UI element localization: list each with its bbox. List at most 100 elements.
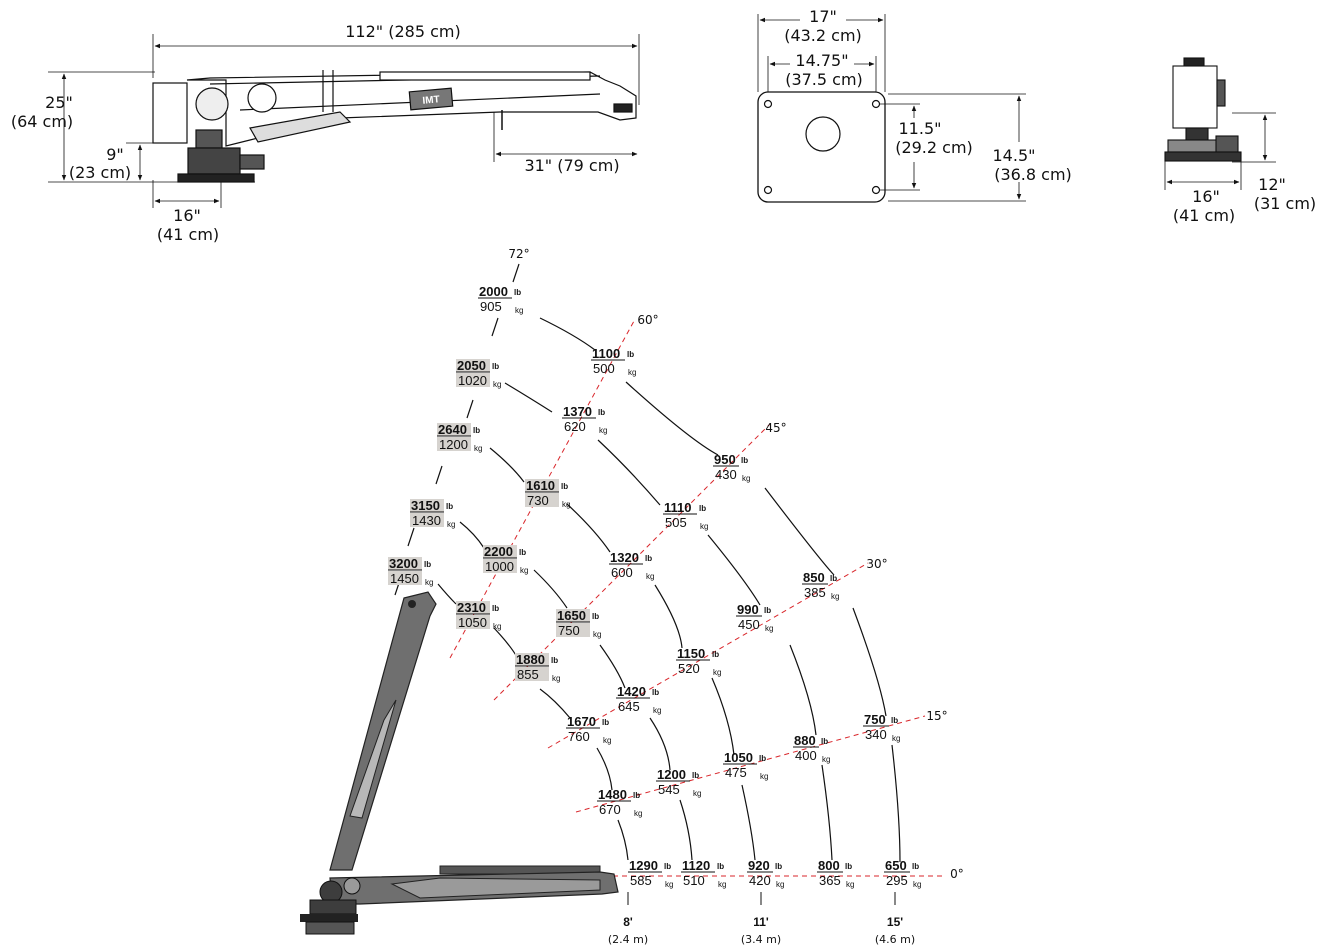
capacity-kg: 475	[725, 765, 747, 780]
end-housing	[1172, 65, 1218, 129]
unit-lb: lb	[424, 560, 431, 569]
base-height-in-label: 9"	[106, 145, 124, 164]
bolt-hole	[871, 185, 881, 195]
capacity-kg: 670	[599, 802, 621, 817]
end-height-in-label: 12"	[1258, 175, 1286, 194]
unit-kg: kg	[760, 772, 768, 781]
capacity-lb: 1650	[557, 608, 586, 623]
end-base	[1164, 151, 1242, 162]
capacity-lb: 650	[885, 858, 907, 873]
capacity-kg: 585	[630, 873, 652, 888]
distance-ticks	[627, 892, 896, 905]
unit-kg: kg	[552, 674, 560, 683]
center-hole	[805, 116, 841, 152]
distance-labels: 8'(2.4 m)11'(3.4 m)15'(4.6 m)	[608, 915, 915, 946]
unit-lb: lb	[598, 408, 605, 417]
unit-lb: lb	[775, 862, 782, 871]
arc-5	[437, 583, 629, 861]
capacity-lb: 1420	[617, 684, 646, 699]
unit-kg: kg	[718, 880, 726, 889]
arc-3	[489, 447, 756, 861]
overall-length-label: 112" (285 cm)	[345, 22, 460, 41]
unit-lb: lb	[664, 862, 671, 871]
capacity-kg: 600	[611, 565, 633, 580]
crane-end-illustration	[1164, 57, 1242, 162]
distance-ft: 8'	[623, 915, 633, 929]
unit-lb: lb	[492, 604, 499, 613]
angle-labels: 72°60°45°30°15°0°	[508, 247, 963, 881]
angle-line-30	[547, 562, 869, 749]
capacity-kg: 400	[795, 748, 817, 763]
unit-lb: lb	[912, 862, 919, 871]
unit-lb: lb	[473, 426, 480, 435]
unit-kg: kg	[742, 474, 750, 483]
logo-text: IMT	[422, 94, 440, 106]
unit-kg: kg	[520, 566, 528, 575]
capacity-lb: 3200	[389, 556, 418, 571]
base-plate-side	[177, 173, 255, 183]
unit-kg: kg	[628, 368, 636, 377]
capacity-lb: 1480	[598, 787, 627, 802]
unit-lb: lb	[519, 548, 526, 557]
arc-2	[504, 382, 833, 861]
capacity-lb: 850	[803, 570, 825, 585]
capacity-kg: 430	[715, 467, 737, 482]
capacity-kg: 1430	[412, 513, 441, 528]
unit-lb: lb	[627, 350, 634, 359]
plate-width-cm-label: (43.2 cm)	[784, 26, 862, 45]
unit-kg: kg	[700, 522, 708, 531]
rotation-motor	[187, 147, 241, 175]
capacity-lb: 950	[714, 452, 736, 467]
unit-kg: kg	[913, 880, 921, 889]
unit-lb: lb	[652, 688, 659, 697]
unit-kg: kg	[634, 809, 642, 818]
unit-kg: kg	[474, 444, 482, 453]
angle-label: 60°	[637, 313, 658, 327]
unit-lb: lb	[712, 650, 719, 659]
unit-kg: kg	[515, 306, 523, 315]
bolt-hole	[871, 99, 881, 109]
distance-m: (2.4 m)	[608, 933, 648, 946]
angle-label: 45°	[765, 421, 786, 435]
capacity-kg: 340	[865, 727, 887, 742]
unit-lb: lb	[759, 754, 766, 763]
capacity-lb: 1150	[677, 646, 705, 661]
capacity-label: 650 lb 295 kg	[884, 858, 921, 889]
capacity-lb: 1110	[664, 500, 692, 515]
unit-kg: kg	[447, 520, 455, 529]
pivot-housing	[195, 87, 229, 121]
unit-lb: lb	[561, 482, 568, 491]
angle-label: 0°	[950, 867, 964, 881]
arc-72	[394, 263, 520, 596]
unit-lb: lb	[891, 716, 898, 725]
capacity-kg: 760	[568, 729, 590, 744]
capacity-lb: 1120	[682, 858, 710, 873]
capacity-lb: 880	[794, 733, 816, 748]
capacity-lb: 1050	[724, 750, 753, 765]
capacity-lb: 1670	[567, 714, 596, 729]
capacity-kg: 295	[886, 873, 908, 888]
capacity-kg: 520	[678, 661, 700, 676]
height-cm-label: (64 cm)	[11, 112, 73, 131]
capacity-lb: 1880	[516, 652, 545, 667]
capacity-lb: 2310	[457, 600, 486, 615]
capacity-kg: 505	[665, 515, 687, 530]
base-width-in-label: 16"	[173, 206, 201, 225]
unit-lb: lb	[446, 502, 453, 511]
capacity-kg: 1450	[390, 571, 419, 586]
unit-kg: kg	[892, 734, 900, 743]
